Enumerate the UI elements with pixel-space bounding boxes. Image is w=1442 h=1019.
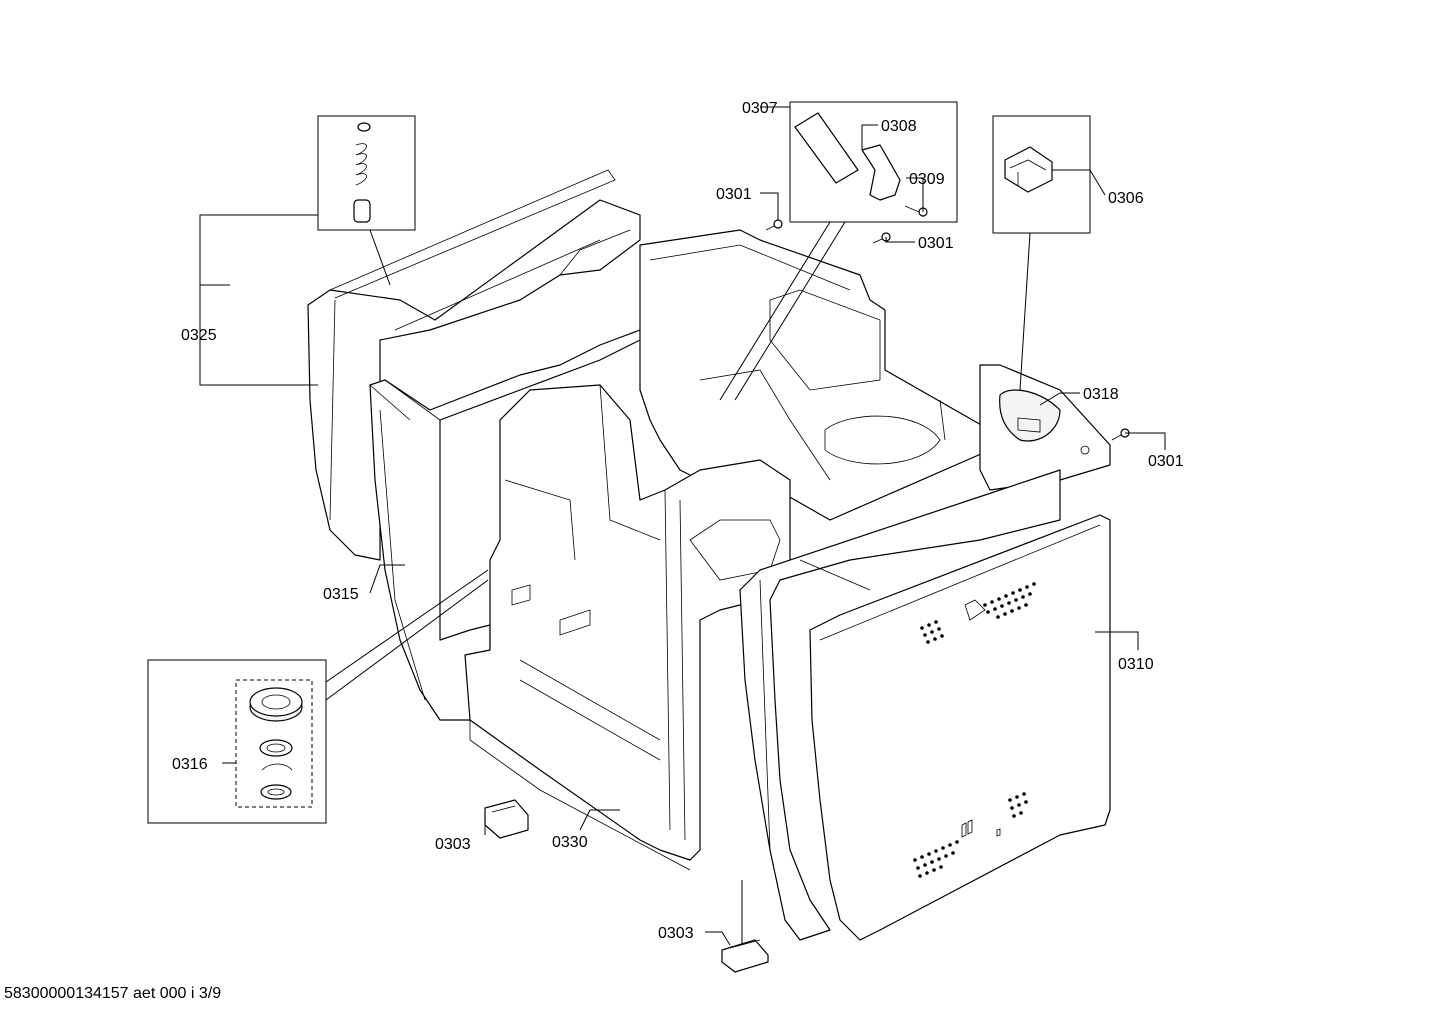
drawing-number-footer: 58300000134157 aet 000 i 3/9	[4, 985, 221, 1002]
right-side-panel	[979, 364, 1111, 491]
detail-box-seal-set	[147, 569, 489, 824]
label-0301-middle: 0301	[918, 235, 954, 252]
vent-holes-upper-right	[983, 582, 1036, 619]
label-0330: 0330	[552, 834, 588, 851]
switch-0306	[1004, 146, 1053, 193]
side-panel-0315	[369, 299, 721, 721]
label-0310: 0310	[1118, 656, 1154, 673]
leader-lines	[199, 106, 1166, 946]
label-0301-right: 0301	[1148, 453, 1184, 470]
clip-0303-left	[484, 799, 529, 839]
label-0309: 0309	[909, 171, 945, 188]
label-0315: 0315	[323, 586, 359, 603]
screw-0301-top	[765, 219, 783, 231]
label-0318: 0318	[1083, 386, 1119, 403]
detail-box-spring-valve	[317, 115, 416, 286]
label-0303-left: 0303	[435, 836, 471, 853]
label-0316: 0316	[172, 756, 208, 773]
clip-0303-bottom	[721, 939, 769, 973]
middle-side-panel	[739, 469, 1061, 941]
inner-chassis	[464, 384, 791, 871]
front-panel-0310	[809, 514, 1111, 941]
cover-plate-0307	[794, 112, 859, 184]
label-0307: 0307	[742, 100, 778, 117]
vent-holes-lower	[913, 792, 1028, 878]
label-0306: 0306	[1108, 190, 1144, 207]
detail-box-switch	[992, 115, 1091, 391]
label-0303-bottom: 0303	[658, 925, 694, 942]
bracket-0308	[861, 144, 901, 201]
callout-labels: 0307 0308 0309 0301 0301 0301 0306 0325 …	[172, 100, 1184, 942]
detail-box-plate-bracket	[719, 101, 958, 401]
label-0308: 0308	[881, 118, 917, 135]
label-0301-top: 0301	[716, 186, 752, 203]
label-0325: 0325	[181, 327, 217, 344]
vent-holes-upper-left	[920, 620, 944, 644]
screw-0301-right	[1111, 428, 1130, 441]
